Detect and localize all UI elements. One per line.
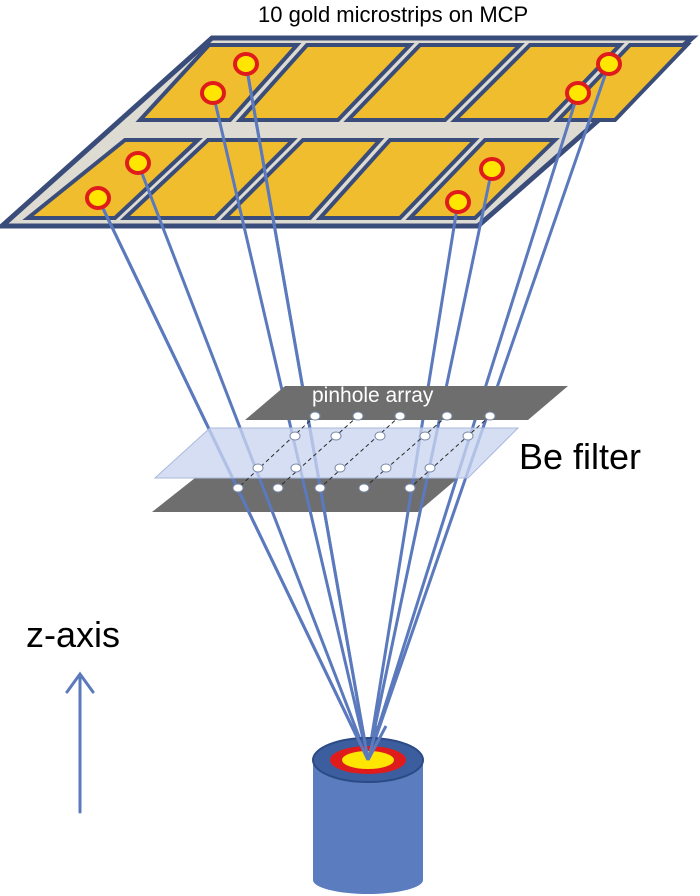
pinhole-array-label: pinhole array — [312, 384, 434, 407]
pinhole — [358, 483, 370, 493]
pinhole — [334, 463, 346, 473]
axis-arrow-head — [65, 671, 95, 694]
pinhole — [484, 411, 496, 421]
pinhole-guide — [237, 415, 316, 489]
detector-spot — [233, 52, 259, 76]
up-arrow-icon — [65, 671, 95, 814]
source-bottom — [313, 866, 423, 894]
be-filter-label: Be filter — [519, 436, 642, 477]
pinhole-guide — [409, 415, 491, 489]
detector-spot — [200, 81, 226, 105]
pinhole — [232, 483, 244, 493]
pinhole — [272, 483, 284, 493]
pinhole-guide — [277, 415, 359, 489]
pinhole — [441, 411, 453, 421]
pinholes — [232, 411, 496, 493]
detector-spot — [565, 81, 591, 105]
detector-spot — [596, 52, 622, 76]
pinhole — [394, 411, 406, 421]
rays-source-end — [350, 725, 388, 761]
pinhole-guide — [363, 415, 448, 489]
rays — [96, 63, 611, 761]
pinhole — [309, 411, 321, 421]
z-axis-label: z-axis — [26, 614, 121, 655]
ray-end — [366, 725, 388, 761]
microstrip-8 — [220, 138, 385, 220]
pinhole-guides — [237, 415, 491, 489]
mcp-label: 10 gold microstrips on MCP — [258, 2, 529, 27]
microstrip-9 — [315, 138, 480, 220]
microstrip-2 — [235, 43, 415, 122]
xray-source — [312, 737, 424, 894]
microstrip-6 — [22, 138, 204, 220]
pinhole — [380, 463, 392, 473]
pinhole — [330, 431, 342, 441]
microstrip-4 — [450, 43, 625, 122]
pinhole — [424, 463, 436, 473]
pinhole — [252, 463, 264, 473]
ray — [366, 201, 460, 761]
detector-spot — [445, 190, 471, 214]
pinhole — [289, 431, 301, 441]
detector-spot — [125, 151, 151, 175]
microstrip-3 — [343, 43, 525, 122]
pinhole — [374, 431, 386, 441]
pinhole-guide — [319, 415, 401, 489]
ray-end — [350, 725, 370, 761]
pinhole-plate-top — [245, 386, 568, 420]
pinhole — [314, 483, 326, 493]
ray — [366, 92, 580, 761]
ray-end — [360, 725, 370, 761]
pinhole — [290, 463, 302, 473]
detector-spot — [85, 186, 111, 210]
pinhole — [419, 431, 431, 441]
detector-spots — [85, 52, 622, 214]
ray — [96, 197, 370, 761]
pinhole — [462, 431, 474, 441]
microstrip-7 — [119, 138, 298, 220]
detector-spot — [479, 157, 505, 181]
pinhole — [352, 411, 364, 421]
pinhole — [404, 483, 416, 493]
ray — [211, 92, 370, 761]
